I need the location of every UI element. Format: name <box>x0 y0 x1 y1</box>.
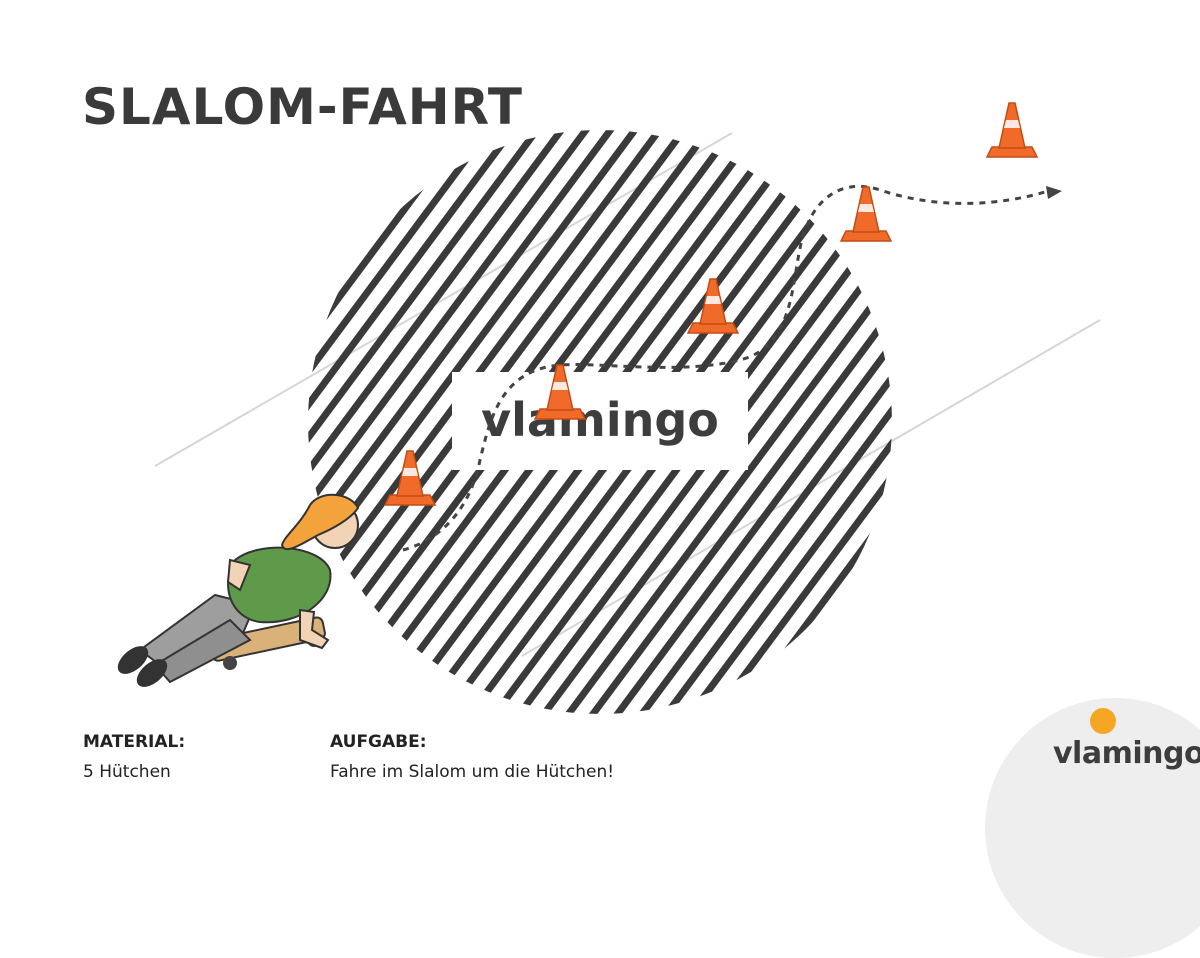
cone-icon <box>688 279 738 333</box>
brand-logo-text: vlamingo <box>1053 736 1200 771</box>
brand-corner: vlamingo <box>985 698 1200 848</box>
hatch-stripe <box>0 80 501 780</box>
hatch-stripe <box>985 80 1200 780</box>
hatch-stripe <box>1059 80 1200 780</box>
hatch-stripe <box>740 80 1200 780</box>
hatch-stripe <box>1108 80 1200 780</box>
hatch-stripe <box>936 80 1200 780</box>
hatch-stripe <box>1010 80 1200 780</box>
child-figure <box>113 495 358 692</box>
hatch-stripe <box>838 80 1200 780</box>
cone-icon <box>841 187 891 241</box>
hatch-stripe <box>1132 80 1200 780</box>
hatch-stripe <box>814 80 1200 780</box>
hatch-stripe <box>912 80 1200 780</box>
hatch-stripe <box>887 80 1200 780</box>
hatch-stripe <box>716 80 1200 780</box>
hatch-stripe <box>0 80 378 780</box>
task-label: AUFGABE: <box>330 732 427 752</box>
path-arrowhead <box>1046 186 1062 199</box>
material-label: MATERIAL: <box>83 732 185 752</box>
hatch-stripe <box>1157 80 1200 780</box>
hatch-stripe <box>1181 80 1200 780</box>
hatch-stripe <box>1034 80 1200 780</box>
hatch-stripe <box>5 80 525 780</box>
hatch-stripe <box>961 80 1200 780</box>
watermark-logo: vlamingo <box>481 393 719 447</box>
hatch-stripe <box>863 80 1200 780</box>
task-value: Fahre im Slalom um die Hütchen! <box>330 762 614 782</box>
hatch-stripe <box>1083 80 1200 780</box>
flamingo-icon <box>1090 708 1116 734</box>
cone-icon <box>987 103 1037 157</box>
material-value: 5 Hütchen <box>83 762 171 782</box>
hatch-stripe <box>0 80 476 780</box>
